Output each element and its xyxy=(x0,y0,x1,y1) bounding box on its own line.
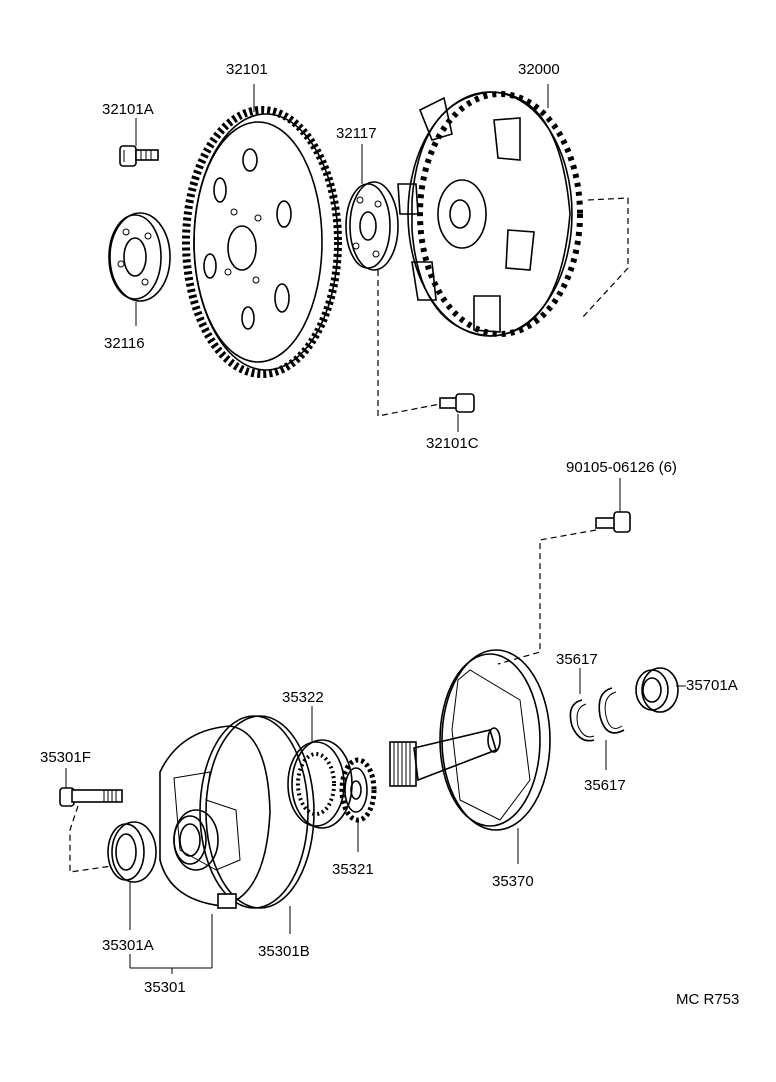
label-35370: 35370 xyxy=(492,873,534,890)
torque-converter-32000 xyxy=(397,84,629,337)
label-35301: 35301 xyxy=(144,979,186,996)
oil-seal-35301A xyxy=(107,821,157,930)
label-35301A: 35301A xyxy=(102,937,154,954)
snap-ring-35617a xyxy=(569,668,595,742)
label-35617-lower: 35617 xyxy=(584,777,626,794)
label-32000: 32000 xyxy=(518,61,560,78)
pump-body-35301 xyxy=(129,715,315,974)
bushing-35701A xyxy=(635,667,686,713)
label-35301B: 35301B xyxy=(258,943,310,960)
label-32101A: 32101A xyxy=(102,101,154,118)
bolt-35301F xyxy=(59,768,123,873)
label-35301F: 35301F xyxy=(40,749,91,766)
spacer-32116 xyxy=(108,212,171,326)
label-32101: 32101 xyxy=(226,61,268,78)
drive-gear-35321 xyxy=(339,757,377,852)
label-35322: 35322 xyxy=(282,689,324,706)
label-32101C: 32101C xyxy=(426,435,479,452)
label-32117: 32117 xyxy=(336,125,377,142)
label-32116: 32116 xyxy=(104,335,145,352)
label-35617-upper: 35617 xyxy=(556,651,598,668)
label-35321: 35321 xyxy=(332,861,374,878)
stator-support-35370 xyxy=(389,649,551,864)
bolt-32101C xyxy=(377,270,475,432)
label-90105-06126: 90105-06126 (6) xyxy=(566,459,677,476)
snap-ring-35617b xyxy=(598,687,625,770)
label-35701A: 35701A xyxy=(686,677,738,694)
drive-plate-32101 xyxy=(182,84,342,378)
spacer-32117 xyxy=(345,144,399,271)
driven-gear-35322 xyxy=(287,706,353,829)
bolt-32101A xyxy=(119,118,159,167)
diagram-code: MC R753 xyxy=(676,991,739,1008)
bolt-90105-06126 xyxy=(497,478,631,665)
